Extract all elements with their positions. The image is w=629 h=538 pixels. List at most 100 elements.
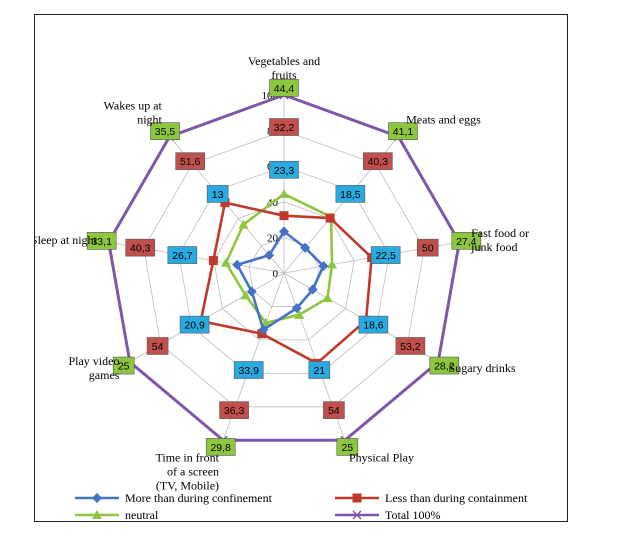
data-labels-layer: 23,318,522,518,62133,920,926,71332,240,3… [86, 79, 482, 456]
data-label-2-2: 27,4 [456, 236, 477, 248]
data-label-box-2-1 [388, 122, 418, 140]
grid-ring-60 [178, 165, 390, 374]
series-2-point-8 [238, 219, 249, 229]
tick-label-0: 0 [273, 268, 279, 280]
data-label-0-7: 26,7 [172, 250, 193, 262]
data-label-box-1-7 [125, 238, 156, 257]
legend-label-0: More than during confinement [125, 491, 273, 505]
data-label-2-8: 35,5 [155, 126, 176, 138]
data-label-box-0-2 [370, 246, 401, 264]
series-2-point-5 [260, 317, 271, 327]
legend-marker-1 [352, 493, 362, 503]
data-label-0-1: 18,5 [340, 189, 361, 201]
series-1-point-0 [279, 211, 289, 221]
series-2-point-2 [327, 259, 338, 269]
data-label-box-0-4 [308, 361, 331, 379]
data-label-box-2-5 [205, 438, 236, 456]
legend: More than during confinement Less than du… [75, 491, 528, 522]
legend-marker-2 [92, 510, 102, 519]
data-label-1-4: 54 [328, 405, 340, 417]
data-label-2-7: 33,1 [91, 236, 112, 248]
series-0-point-4 [291, 303, 302, 314]
series-2-point-3 [322, 293, 333, 303]
series-0-point-3 [307, 284, 318, 295]
legend-label-2: neutral [125, 508, 159, 522]
series-2-point-7 [220, 257, 231, 267]
data-label-box-2-0 [269, 79, 299, 97]
data-label-box-1-4 [323, 401, 345, 419]
legend-label-3: Total 100% [385, 508, 440, 522]
data-label-0-5: 33,9 [238, 365, 259, 377]
data-label-box-0-6 [179, 315, 210, 334]
data-label-box-2-3 [429, 356, 460, 375]
data-label-1-1: 40,3 [368, 156, 389, 168]
series-0-point-8 [264, 250, 275, 261]
axis-label-3: Sugary drinks [449, 361, 516, 375]
data-label-box-2-2 [451, 232, 482, 250]
data-label-0-0: 23,3 [274, 165, 295, 177]
series-2-point-0 [279, 188, 289, 198]
data-label-box-1-8 [175, 152, 205, 170]
data-label-0-3: 18,6 [363, 320, 384, 332]
axis-label-4: Physical Play [349, 451, 414, 465]
series-0-point-6 [246, 286, 257, 297]
series-1-point-1 [325, 213, 335, 223]
grid-ring-80 [143, 130, 425, 408]
data-label-1-8: 51,6 [180, 156, 201, 168]
data-label-0-4: 21 [313, 365, 325, 377]
data-label-box-0-0 [269, 160, 299, 179]
data-label-1-2: 50 [422, 243, 434, 255]
data-label-1-6: 54 [152, 341, 164, 353]
data-label-2-6: 25 [118, 361, 130, 373]
data-label-box-0-5 [233, 361, 264, 379]
series-line-0 [235, 230, 325, 332]
data-label-box-0-8 [206, 185, 229, 203]
chart-frame: 020406080100 23,318,522,518,62133,920,92… [34, 14, 568, 522]
data-label-1-3: 53,2 [400, 341, 421, 353]
series-0-point-2 [318, 261, 329, 272]
data-label-box-2-7 [86, 232, 117, 250]
series-0-point-7 [232, 259, 243, 270]
series-1-point-5 [257, 329, 267, 339]
legend-marker-3 [352, 510, 362, 520]
data-label-box-1-6 [146, 337, 169, 355]
radar-chart: 020406080100 23,318,522,518,62133,920,92… [35, 54, 529, 522]
data-label-2-0: 44,4 [274, 83, 295, 95]
data-label-1-5: 36,3 [224, 405, 245, 417]
series-2-point-4 [294, 309, 305, 319]
series-line-1 [199, 201, 373, 365]
data-label-1-0: 32,2 [274, 122, 295, 134]
data-label-0-8: 13 [212, 189, 224, 201]
data-label-box-2-8 [150, 122, 180, 140]
grid-ring-40 [213, 201, 355, 341]
axis-label-7: Sleep at night [35, 233, 98, 247]
data-label-box-1-3 [395, 337, 426, 355]
data-label-2-5: 29,8 [210, 442, 231, 454]
data-label-box-2-4 [336, 438, 359, 456]
series-1-point-7 [208, 256, 218, 266]
data-label-2-4: 25 [341, 442, 353, 454]
data-label-box-1-5 [219, 401, 249, 419]
data-label-2-1: 41,1 [393, 126, 414, 138]
series-2-point-6 [240, 290, 251, 300]
series-line-3 [107, 93, 461, 442]
data-label-2-3: 28,2 [434, 361, 455, 373]
data-label-1-7: 40,3 [130, 243, 151, 255]
data-label-box-2-6 [112, 356, 135, 375]
legend-label-1: Less than during containment [385, 491, 528, 505]
data-label-0-2: 22,5 [375, 250, 396, 262]
axis-label-1: Meats and eggs [406, 112, 481, 126]
series-0-point-5 [258, 324, 269, 335]
data-label-box-0-7 [167, 246, 198, 264]
tick-label-20: 20 [267, 232, 279, 244]
data-label-box-0-3 [358, 315, 389, 334]
data-label-box-1-1 [363, 152, 393, 170]
data-label-box-1-0 [269, 118, 299, 136]
data-label-box-1-2 [416, 238, 439, 257]
